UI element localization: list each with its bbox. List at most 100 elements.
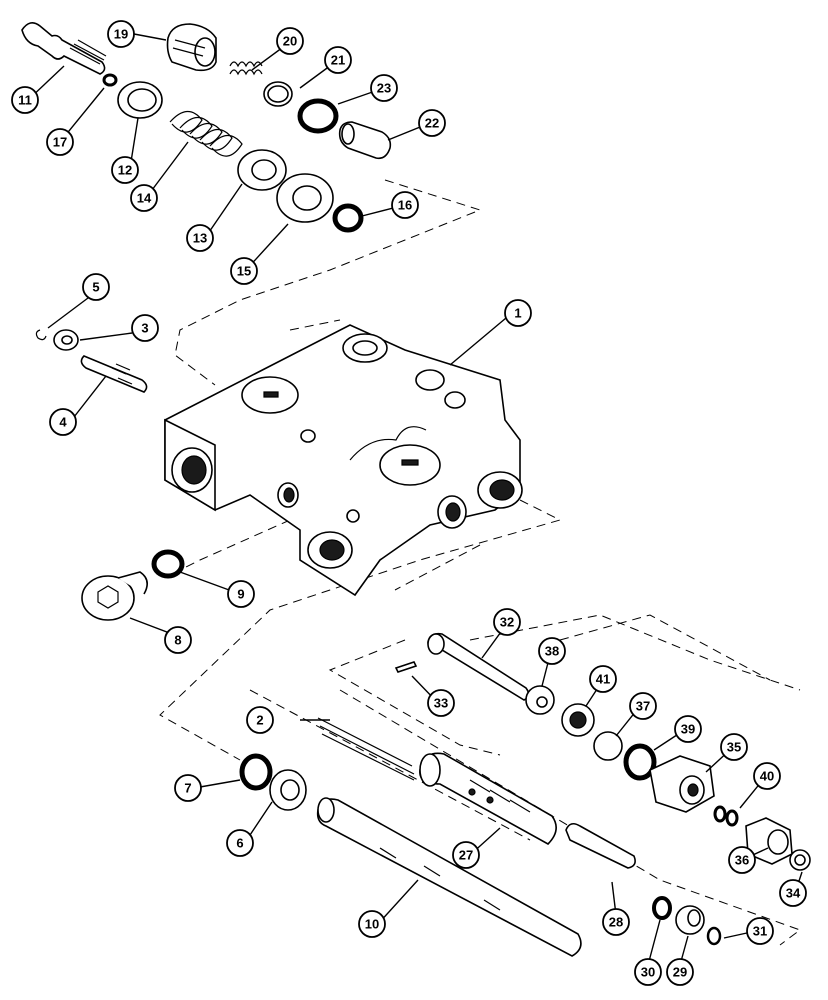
- callout-6: 6: [226, 829, 254, 857]
- part-39-o-ring: [623, 743, 657, 781]
- part-34-cap: [789, 849, 811, 871]
- callout-35: 35: [720, 733, 748, 761]
- callout-36: 36: [728, 846, 756, 874]
- callout-21: 21: [324, 46, 352, 74]
- callout-label: 13: [193, 231, 207, 246]
- callout-28: 28: [602, 908, 630, 936]
- part-30-o-ring: [652, 896, 672, 920]
- callout-4: 4: [49, 408, 77, 436]
- part-10-spool: [316, 797, 582, 957]
- callout-label: 29: [673, 965, 687, 980]
- part-4-pin: [80, 355, 148, 393]
- callout-1: 1: [504, 299, 532, 327]
- callout-label: 21: [331, 53, 345, 68]
- callout-label: 7: [184, 781, 191, 796]
- part-12-collar: [117, 81, 163, 119]
- callout-19: 19: [107, 20, 135, 48]
- callout-label: 15: [237, 264, 251, 279]
- part-3-nut: [53, 329, 79, 351]
- callout-15: 15: [230, 257, 258, 285]
- part-6-washer: [269, 769, 307, 811]
- part-15-plug: [276, 173, 334, 223]
- part-41-bearing: [561, 703, 595, 737]
- callout-label: 19: [114, 27, 128, 42]
- callout-label: 2: [256, 713, 263, 728]
- callout-30: 30: [634, 958, 662, 986]
- part-19-sleeve: [166, 23, 217, 72]
- callout-label: 1: [514, 306, 521, 321]
- part-17-o-ring: [102, 73, 118, 87]
- part-11-plunger: [21, 22, 107, 75]
- callout-3: 3: [131, 314, 159, 342]
- callout-label: 39: [681, 722, 695, 737]
- callout-31: 31: [746, 917, 774, 945]
- callout-label: 6: [236, 836, 243, 851]
- callout-20: 20: [276, 27, 304, 55]
- callout-label: 23: [377, 81, 391, 96]
- part-33-pin: [394, 661, 418, 673]
- callout-label: 28: [609, 915, 623, 930]
- callout-41: 41: [589, 665, 617, 693]
- callout-label: 14: [137, 191, 152, 206]
- callout-label: 38: [545, 644, 559, 659]
- part-23-o-ring: [297, 98, 339, 134]
- callout-label: 41: [596, 672, 610, 687]
- callout-label: 4: [59, 415, 67, 430]
- part-5-clip: [35, 329, 47, 341]
- callout-7: 7: [174, 774, 202, 802]
- callout-13: 13: [186, 224, 214, 252]
- callout-12: 12: [111, 156, 139, 184]
- callout-label: 3: [141, 321, 148, 336]
- callout-label: 17: [53, 135, 67, 150]
- callout-label: 31: [753, 924, 767, 939]
- callout-40: 40: [753, 762, 781, 790]
- callout-label: 35: [727, 740, 741, 755]
- part-1-valve-body: [164, 324, 523, 597]
- part-38-washer: [525, 685, 555, 715]
- callout-label: 27: [459, 848, 473, 863]
- part-7-o-ring: [239, 753, 273, 791]
- callout-label: 22: [425, 116, 439, 131]
- part-35-hex-adapter: [649, 755, 715, 813]
- callout-label: 36: [735, 853, 749, 868]
- part-27-sleeve: [419, 752, 557, 845]
- part-29-cap: [675, 905, 705, 935]
- callout-label: 5: [92, 280, 99, 295]
- callout-label: 32: [500, 615, 514, 630]
- part-22-piston: [338, 121, 392, 160]
- callout-17: 17: [46, 128, 74, 156]
- part-13-spring-seat: [237, 149, 287, 191]
- callout-label: 20: [283, 34, 297, 49]
- callout-label: 11: [18, 93, 32, 108]
- callout-label: 37: [636, 699, 650, 714]
- callout-label: 33: [434, 696, 448, 711]
- callout-23: 23: [370, 74, 398, 102]
- part-20-small-spring: [229, 61, 263, 76]
- callout-22: 22: [418, 109, 446, 137]
- callout-label: 40: [760, 769, 774, 784]
- part-40-o-rings: [713, 805, 739, 827]
- part-9-o-ring: [151, 549, 185, 579]
- part-37-washer: [593, 731, 623, 761]
- callout-37: 37: [629, 692, 657, 720]
- callout-16: 16: [391, 191, 419, 219]
- callout-38: 38: [538, 637, 566, 665]
- part-8-plug: [81, 571, 148, 621]
- callout-34: 34: [779, 879, 807, 907]
- callout-label: 9: [237, 587, 244, 602]
- callout-39: 39: [674, 715, 702, 743]
- callout-label: 16: [398, 198, 412, 213]
- callout-10: 10: [358, 910, 386, 938]
- part-16-o-ring: [332, 203, 364, 233]
- part-21-washer: [263, 81, 293, 107]
- callout-label: 8: [174, 633, 181, 648]
- callout-14: 14: [130, 184, 158, 212]
- callout-5: 5: [82, 273, 110, 301]
- callout-8: 8: [164, 626, 192, 654]
- part-2-spring: [317, 717, 415, 781]
- callout-label: 34: [786, 886, 801, 901]
- callout-33: 33: [427, 689, 455, 717]
- part-14-main-spring: [169, 110, 243, 157]
